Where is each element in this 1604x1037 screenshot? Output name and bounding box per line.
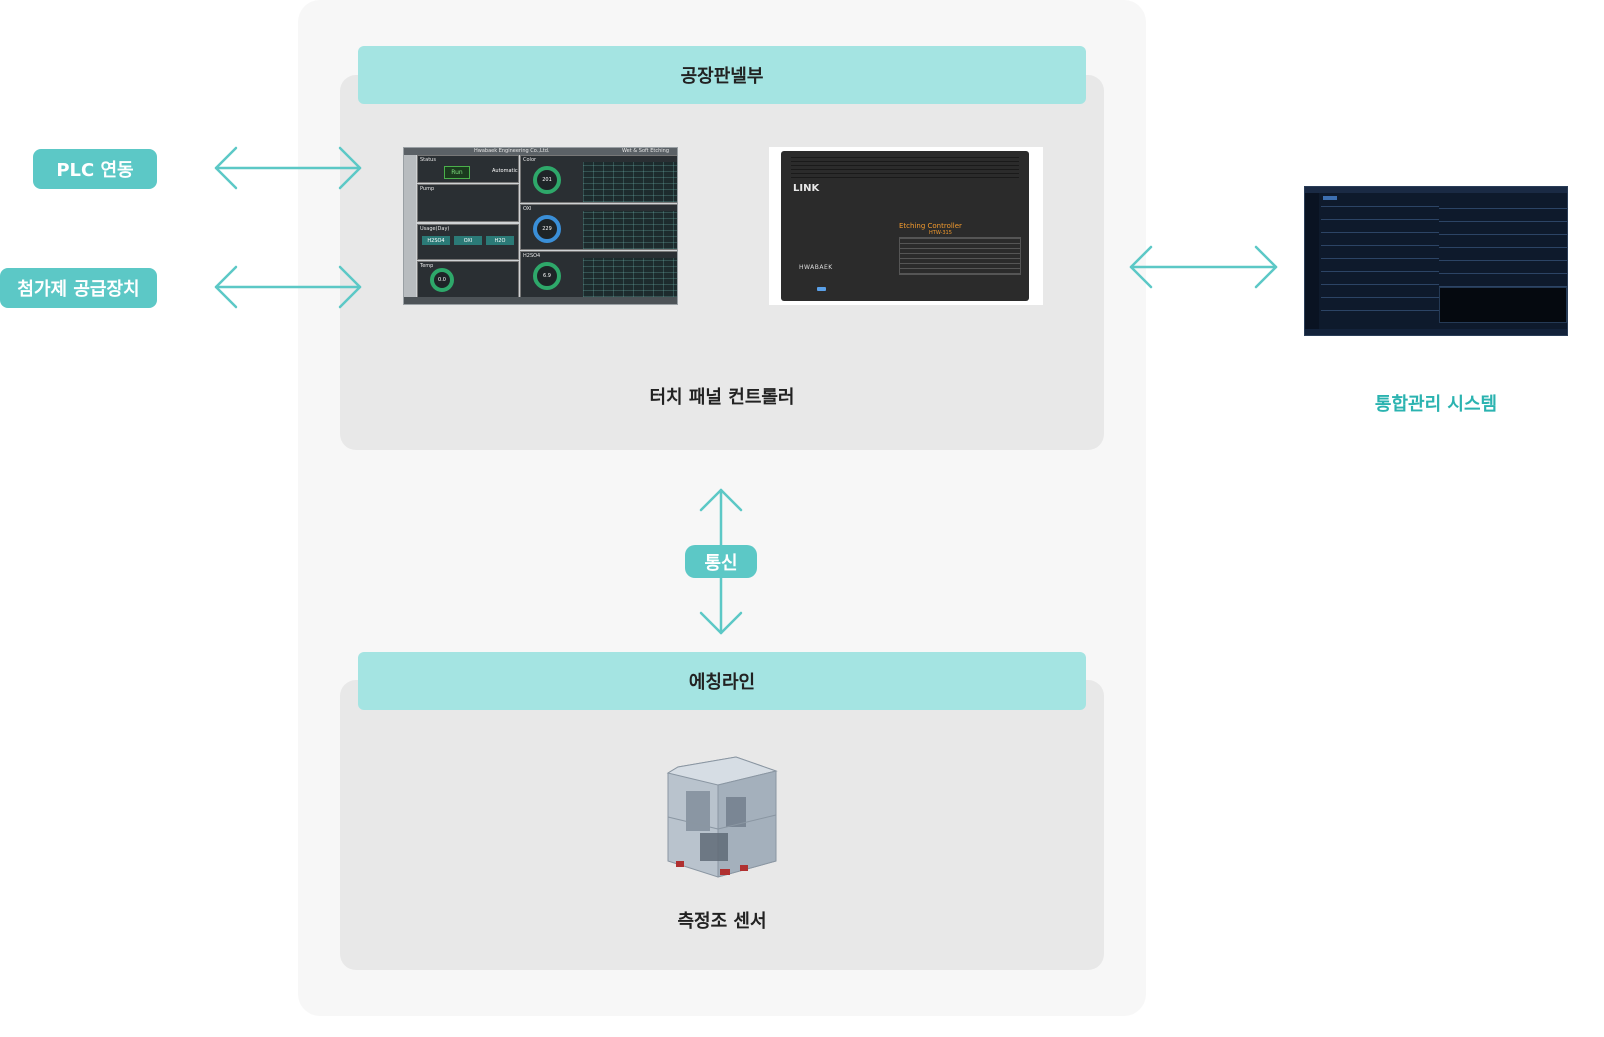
ts-pump-label: Pump (420, 186, 435, 192)
ts-temp-label: Temp (420, 263, 434, 269)
system-arrow-icon (1129, 245, 1278, 289)
ts-oxi-label: OXI (523, 206, 532, 212)
ts-mode-label: Automatic (492, 168, 518, 174)
ims-tab (1323, 196, 1337, 200)
measurement-tank-icon (666, 756, 778, 878)
ts-titlebar: Hwabaek Engineering Co.,Ltd. Wet & Soft … (404, 148, 677, 161)
factory-panel-header: 공장판넬부 (358, 46, 1086, 104)
ts-usage-label: Usage(Day) (420, 226, 450, 232)
ims-table-right (1439, 205, 1567, 287)
ts-oxi-gauge: 229 (533, 215, 561, 243)
usb-port-icon (817, 287, 826, 291)
ts-h2so4-label: H2SO4 (523, 253, 541, 259)
ts-oxi-card: OXI 229 (520, 204, 677, 250)
communication-pill: 통신 (685, 545, 757, 578)
ts-chem-chip: H2O (486, 236, 514, 245)
ts-temp-card: Temp 0.0 (417, 261, 519, 298)
ts-h2so4-card: H2SO4 6.9 (520, 251, 677, 298)
ts-temp-gauge: 0.0 (430, 268, 454, 292)
ts-pump-card: Pump (417, 184, 519, 222)
ts-h2so4-chart (583, 258, 677, 297)
ts-sidebar (404, 155, 416, 299)
controller-brand: HWABAEK (799, 264, 833, 271)
ts-chem-chip: OXI (454, 236, 482, 245)
touch-panel-screenshot: Hwabaek Engineering Co.,Ltd. Wet & Soft … (403, 147, 678, 305)
ims-titlebar (1305, 187, 1567, 193)
ts-run-indicator: Run (444, 166, 470, 179)
ts-color-label: Color (523, 157, 537, 163)
ims-chart-area (1439, 287, 1567, 323)
integrated-system-screenshot (1304, 186, 1568, 336)
ts-oxi-chart (583, 211, 677, 249)
sensor-caption: 측정조 센서 (677, 911, 767, 932)
controller-model: HTW-315 (929, 230, 952, 236)
ts-color-gauge: 201 (533, 166, 561, 194)
additive-supply-pill: 첨가제 공급장치 (0, 268, 157, 308)
ts-color-chart (583, 162, 677, 202)
ims-footer (1305, 329, 1567, 335)
ims-sidebar (1305, 193, 1319, 331)
controller-vents (791, 156, 1019, 178)
ts-color-card: Color 201 (520, 155, 677, 203)
ts-usage-card: Usage(Day) H2SO4 OXI H2O (417, 224, 519, 260)
controller-logo: LINK (793, 183, 820, 194)
etching-line-header: 에칭라인 (358, 652, 1086, 710)
ts-h2so4-gauge: 6.9 (533, 262, 561, 290)
ts-status-label: Status (420, 157, 436, 163)
ts-statusbar (404, 297, 677, 304)
touch-panel-caption: 터치 패널 컨트롤러 (649, 387, 795, 408)
controller-spec-table (899, 237, 1021, 275)
plc-link-pill: PLC 연동 (33, 149, 157, 189)
controller-title: Etching Controller (899, 222, 962, 230)
ts-status-card: Status Run Automatic (417, 155, 519, 183)
integrated-system-caption: 통합관리 시스템 (1374, 394, 1498, 415)
ts-chem-chip: H2SO4 (422, 236, 450, 245)
etching-controller-photo: LINK Etching Controller HTW-315 HWABAEK (769, 147, 1043, 305)
ts-title: Hwabaek Engineering Co.,Ltd. (474, 148, 550, 154)
ims-table-left (1321, 205, 1439, 311)
controller-body: LINK Etching Controller HTW-315 HWABAEK (781, 151, 1029, 301)
